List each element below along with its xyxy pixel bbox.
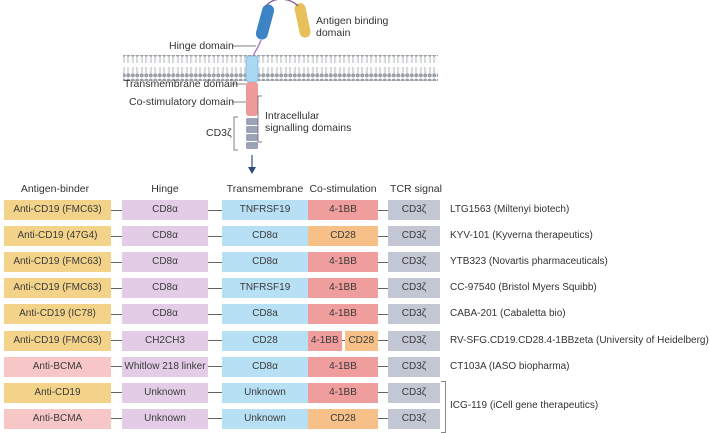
hinge-box: Whitlow 218 linker [122, 356, 208, 377]
transmembrane-box: CD8α [222, 252, 308, 273]
shared-product-bracket [441, 381, 446, 433]
costim-box: 4-1BB [308, 304, 378, 325]
header-hinge: Hinge [151, 183, 179, 195]
transmembrane-box: TNFRSF19 [222, 200, 308, 220]
transmembrane-box: CD8a [222, 304, 308, 325]
antigen-binder-box: Anti-CD19 (FMC63) [4, 278, 111, 299]
costim-box: CD28 [344, 330, 378, 351]
cell-membrane [123, 55, 438, 81]
antigen-binder-box: Anti-CD19 [4, 382, 111, 403]
shared-product-label: ICG-119 (iCell gene therapeutics) [450, 400, 599, 411]
transmembrane-box: Unknown [222, 382, 308, 403]
transmembrane-box: Unknown [222, 408, 308, 429]
label-cd3z: CD3ζ [206, 127, 232, 139]
hinge-box: CD8α [122, 252, 208, 273]
tcr-signal-box: CD3ζ [388, 356, 440, 377]
header-antigen-binder: Antigen-binder [20, 183, 90, 195]
header-costimulation: Co-stimulation [309, 183, 377, 195]
tcr-signal-box: CD3ζ [388, 200, 440, 220]
label-hinge-domain: Hinge domain [169, 40, 234, 52]
header-tcr-signal: TCR signal [390, 183, 442, 195]
car-schematic [123, 0, 438, 174]
antigen-binder-box: Anti-CD19 (FMC63) [4, 330, 111, 351]
tcr-signal-box: CD3ζ [388, 408, 440, 429]
product-label: KYV-101 (Kyverna therapeutics) [450, 230, 593, 242]
tcr-signal-box: CD3ζ [388, 278, 440, 299]
hinge-domain-shape [252, 39, 262, 57]
transmembrane-box: TNFRSF19 [222, 278, 308, 299]
product-label: CT103A (IASO biopharma) [450, 360, 570, 372]
antigen-binder-box: Anti-CD19 (FMC63) [4, 200, 111, 220]
antigen-binder-box: Anti-CD19 (IC78) [4, 304, 111, 325]
hinge-box: CD8α [122, 226, 208, 247]
transmembrane-box: CD28 [222, 330, 308, 351]
label-intracellular-domains: Intracellular signalling domains [265, 110, 352, 134]
product-label: YTB323 (Novartis pharmaceuticals) [450, 256, 608, 268]
hinge-box: Unknown [122, 382, 208, 403]
transmembrane-box: CD8α [222, 226, 308, 247]
tcr-signal-box: CD3ζ [388, 252, 440, 273]
header-transmembrane: Transmembrane [226, 183, 304, 195]
product-label: LTG1563 (Miltenyi biotech) [450, 204, 570, 215]
product-label: CC-97540 (Bristol Myers Squibb) [450, 282, 597, 294]
tcr-signal-box: CD3ζ [388, 330, 440, 351]
transmembrane-box: CD8α [222, 356, 308, 377]
costim-box: 4-1BB [308, 278, 378, 299]
product-label: RV-SFG.CD19.CD28.4-1BBzeta (University o… [450, 334, 709, 346]
costim-box: 4-1BB [308, 200, 378, 220]
cd3z-domain-shape [246, 118, 258, 149]
label-transmembrane-domain: Transmembrane domain [124, 78, 238, 90]
hinge-box: CD8α [122, 304, 208, 325]
down-arrow-icon [248, 167, 256, 174]
antigen-binding-domain [255, 0, 311, 40]
label-antigen-binding: Antigen binding domain [316, 15, 389, 39]
antigen-binder-box: Anti-BCMA [4, 408, 111, 429]
costim-box: 4-1BB [308, 382, 378, 403]
costim-domain-shape [246, 82, 258, 116]
label-costim-domain: Co-stimulatory domain [129, 96, 235, 108]
costim-box: 4-1BB [308, 330, 342, 351]
antigen-binder-box: Anti-BCMA [4, 356, 111, 377]
tcr-signal-box: CD3ζ [388, 382, 440, 403]
antigen-binder-box: Anti-CD19 (47G4) [4, 226, 111, 247]
costim-box: 4-1BB [308, 356, 378, 377]
antigen-binder-box: Anti-CD19 (FMC63) [4, 252, 111, 273]
costim-box: CD28 [308, 408, 378, 429]
costim-box: CD28 [308, 226, 378, 247]
hinge-box: CH2CH3 [122, 330, 208, 351]
product-label: CABA-201 (Cabaletta bio) [450, 308, 566, 320]
hinge-box: CD8α [122, 278, 208, 299]
hinge-box: CD8α [122, 200, 208, 220]
transmembrane-domain-shape [245, 55, 259, 83]
costim-box: 4-1BB [308, 252, 378, 273]
tcr-signal-box: CD3ζ [388, 226, 440, 247]
hinge-box: Unknown [122, 408, 208, 429]
tcr-signal-box: CD3ζ [388, 304, 440, 325]
